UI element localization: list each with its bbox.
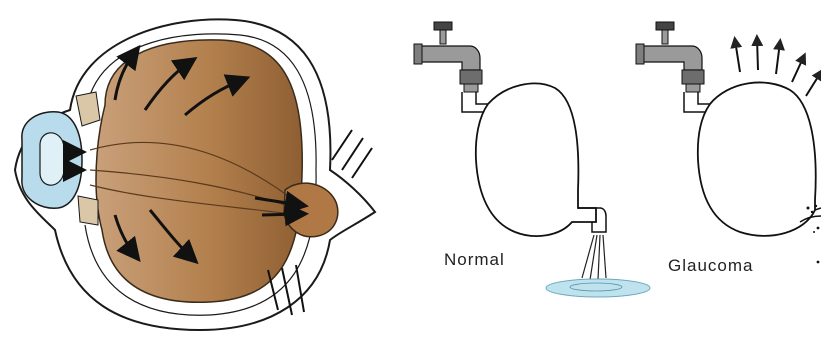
label-normal: Normal bbox=[444, 250, 505, 270]
faucet-icon-glaucoma bbox=[636, 22, 704, 92]
glaucoma-model bbox=[636, 22, 821, 263]
water-stream bbox=[582, 235, 606, 280]
arrow-9 bbox=[262, 214, 300, 215]
g-arrow-3 bbox=[776, 42, 780, 74]
g-arrow-4 bbox=[792, 56, 804, 82]
label-glaucoma: Glaucoma bbox=[668, 256, 753, 276]
iris-lens bbox=[40, 133, 65, 185]
chamber-outline-glaucoma bbox=[698, 82, 816, 235]
chamber-outline bbox=[476, 83, 596, 236]
eye-cross-section bbox=[15, 19, 375, 330]
g-arrow-5 bbox=[806, 72, 821, 96]
water-puddle bbox=[546, 279, 650, 297]
vitreous-body bbox=[96, 40, 302, 302]
ciliary-body-bottom bbox=[78, 196, 98, 225]
g-arrow-2 bbox=[757, 38, 758, 70]
faucet-icon bbox=[414, 22, 482, 92]
tension-lines-top bbox=[332, 130, 372, 178]
g-arrow-1 bbox=[735, 40, 740, 72]
